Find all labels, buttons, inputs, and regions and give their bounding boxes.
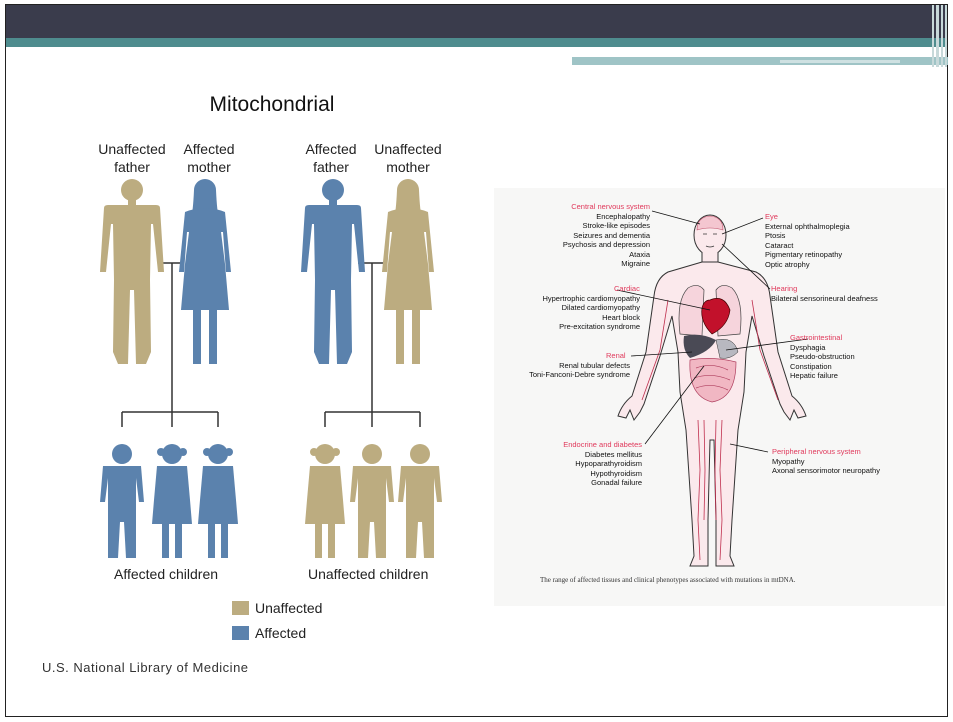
annotation-endocrine: Endocrine and diabetes Diabetes mellitus… <box>540 440 642 488</box>
annotation-gastrointestinal: Gastrointestinal Dysphagia Pseudo-obstru… <box>790 333 855 381</box>
annotation-cardiac: Cardiac Hypertrophic cardiomyopathy Dila… <box>510 284 640 332</box>
annotation-peripheral-nervous: Peripheral nervous system Myopathy Axona… <box>772 447 880 476</box>
annotation-cns: Central nervous system Encephalopathy St… <box>540 202 650 269</box>
annotation-renal: Renal Renal tubular defects Toni-Fanconi… <box>500 351 630 380</box>
figure-caption: The range of affected tissues and clinic… <box>540 576 796 584</box>
annotation-eye: Eye External ophthalmoplegia Ptosis Cata… <box>765 212 850 269</box>
annotation-hearing: Hearing Bilateral sensorineural deafness <box>771 284 878 303</box>
